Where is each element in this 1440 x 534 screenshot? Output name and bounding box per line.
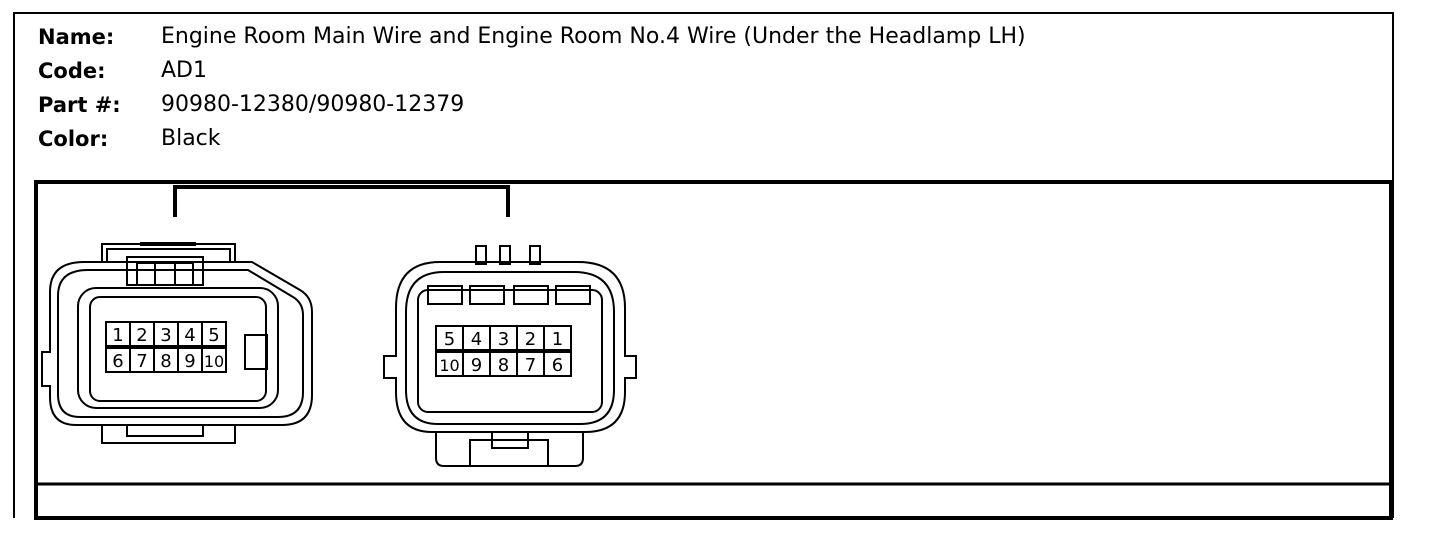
left-pin-label: 3 — [160, 325, 171, 346]
right-pin-label: 8 — [498, 355, 509, 376]
part-value: 90980-12380/90980-12379 — [161, 92, 465, 117]
diagram-border — [34, 180, 1393, 520]
right-pin-label: 1 — [552, 329, 563, 350]
right-pin-cell — [543, 325, 572, 351]
left-pin-cell — [201, 321, 227, 347]
right-pin-label: 7 — [525, 355, 536, 376]
right-pin-label: 5 — [444, 329, 455, 350]
left-pin-label: 10 — [204, 352, 224, 371]
mating-bracket — [173, 185, 510, 217]
left-pin-label: 5 — [208, 325, 219, 346]
color-label: Color: — [38, 127, 109, 151]
left-pin-label: 6 — [112, 351, 123, 372]
left-pin-label: 7 — [136, 351, 147, 372]
right-connector — [383, 245, 637, 467]
name-value: Engine Room Main Wire and Engine Room No… — [161, 24, 1026, 49]
left-pin-label: 9 — [184, 351, 195, 372]
part-label: Part #: — [38, 93, 121, 117]
right-pin-cell — [543, 351, 572, 377]
left-pin-label: 1 — [112, 325, 123, 346]
left-pin-label: 8 — [160, 351, 171, 372]
code-label: Code: — [38, 59, 106, 83]
left-pin-cell — [201, 347, 227, 373]
left-pin-label: 2 — [136, 325, 147, 346]
right-pin-label: 3 — [498, 329, 509, 350]
name-label: Name: — [38, 25, 115, 49]
left-pin-label: 4 — [184, 325, 195, 346]
right-pin-label: 10 — [439, 356, 459, 375]
right-pin-label: 9 — [471, 355, 482, 376]
right-pin-label: 4 — [471, 329, 482, 350]
code-value: AD1 — [161, 58, 207, 83]
color-value: Black — [161, 126, 221, 151]
left-connector — [41, 242, 313, 444]
right-pin-label: 2 — [525, 329, 536, 350]
right-pin-label: 6 — [552, 355, 563, 376]
